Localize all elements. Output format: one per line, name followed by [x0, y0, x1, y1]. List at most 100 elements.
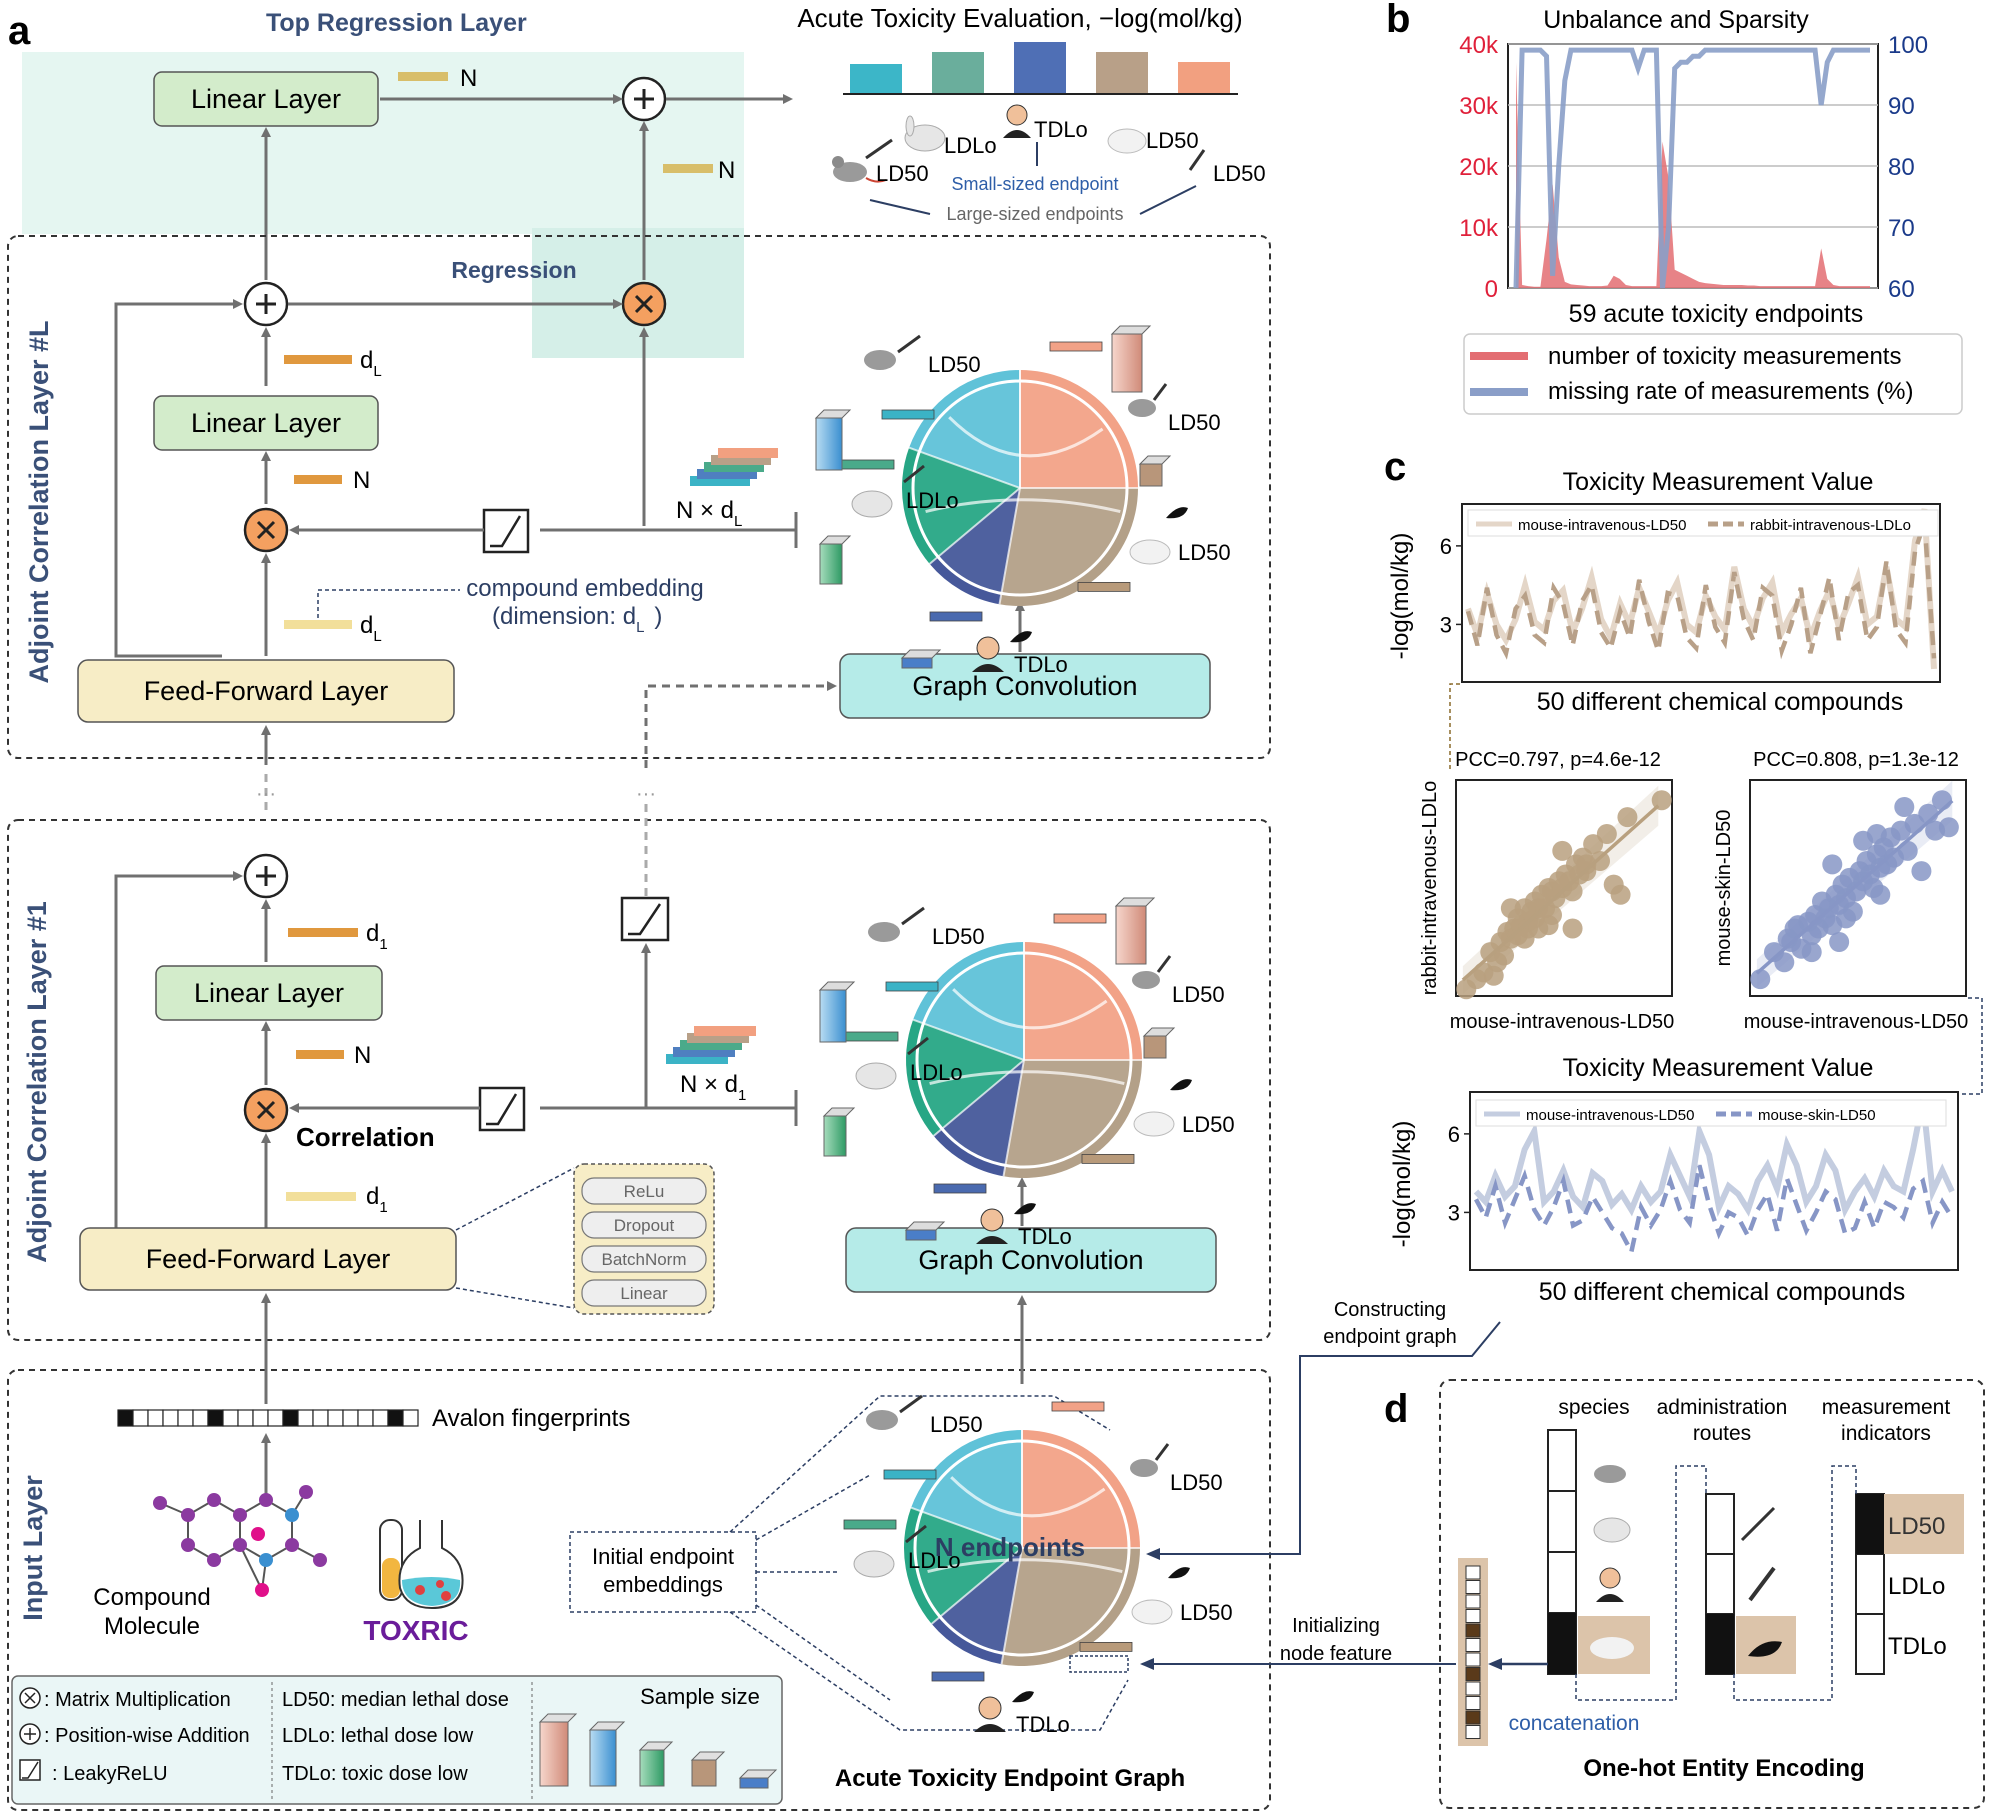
- graph-label-tdlo: TDLo: [1016, 1712, 1070, 1737]
- line-chart-legend-label: mouse-skin-LD50: [1758, 1107, 1876, 1124]
- line-chart-series: [1474, 1164, 1954, 1259]
- d-species: species: [1558, 1396, 1629, 1419]
- fingerprint-bit: [402, 1409, 419, 1427]
- cube-pink: [1115, 905, 1147, 965]
- layer1-n-bar: [296, 1050, 344, 1059]
- layer1-feed-forward: [79, 1227, 457, 1291]
- adjoint-layer-L-label: Adjoint Correlation Layer #L: [24, 320, 54, 683]
- human-body-icon: [974, 1724, 1006, 1732]
- ffl-item-label: Dropout: [614, 1216, 675, 1235]
- line-chart-legend-label: rabbit-intravenous-LDLo: [1750, 517, 1911, 534]
- eval-bar: [932, 52, 984, 94]
- legend-tdlo: TDLo: toxic dose low: [282, 1763, 468, 1785]
- dropper-drop-icon: [1168, 1567, 1190, 1579]
- cube-brown-top: [1142, 1027, 1176, 1037]
- d-ldlo: LDLo: [1888, 1573, 1945, 1600]
- scatter-point: [1911, 861, 1932, 882]
- rabbit-icon: [853, 1550, 895, 1578]
- ffl-item-label: ReLu: [624, 1182, 665, 1201]
- syringe-icon: [903, 464, 925, 484]
- layer1-linear-layer: [155, 965, 383, 1021]
- scatter-point: [1866, 824, 1887, 844]
- panel-label-b: b: [1386, 0, 1410, 41]
- graph-label-tdlo: TDLo: [1014, 652, 1068, 677]
- initializing-line2: node feature: [1280, 1643, 1392, 1665]
- cube-pink-top: [1110, 325, 1152, 335]
- node-bar-human: [931, 1671, 985, 1682]
- node-bar-ld50-rat-top: [1049, 341, 1103, 352]
- line-chart-ytick: 3: [1440, 612, 1452, 637]
- graph-label-ld50-rat: LD50: [1172, 982, 1225, 1007]
- fingerprint-bit: [357, 1409, 374, 1427]
- chart-c3-xlabel: mouse-intravenous-LD50: [1744, 1011, 1969, 1033]
- graph-chord: [929, 1070, 1125, 1086]
- node-bar-human: [929, 611, 983, 622]
- graph-divider: [908, 446, 1021, 489]
- constructing-line2: endpoint graph: [1323, 1326, 1456, 1348]
- graph-arc-segment: [1020, 370, 1138, 488]
- initial-embeddings-box: [569, 1531, 757, 1613]
- adjoint-layer-1-label: Adjoint Correlation Layer #1: [22, 901, 52, 1263]
- scatter-point: [1562, 918, 1583, 939]
- chart-c1-ylabel: -log(mol/kg): [1387, 533, 1414, 660]
- routes-onehot: [1705, 1493, 1796, 1675]
- scatter-point: [1932, 790, 1952, 811]
- legend-add: : Position-wise Addition: [44, 1725, 250, 1747]
- toxric-flask-icon: [379, 1519, 464, 1610]
- rat-icon: [1128, 399, 1156, 417]
- mouse-icon: [864, 350, 896, 370]
- dropper-icon: [1156, 955, 1172, 973]
- cube-pink-top: [1114, 897, 1156, 907]
- legend-ldlo: LDLo: lethal dose low: [282, 1725, 474, 1747]
- panel-label-c: c: [1384, 445, 1406, 489]
- graph-label-ldlo: LDLo: [908, 1548, 961, 1573]
- ffl-item-label: BatchNorm: [601, 1250, 686, 1269]
- syringe-icon: [865, 138, 893, 160]
- line-chart-ytick: 6: [1440, 534, 1452, 559]
- graph-arc-segment: [929, 557, 1002, 605]
- syringe-icon: [899, 1394, 923, 1414]
- cube-flat: [905, 1229, 937, 1241]
- layerL-n: N: [353, 467, 370, 494]
- graph-divider: [998, 487, 1021, 605]
- sample-cube: [589, 1729, 617, 1787]
- chart-b-right-tick: 90: [1888, 93, 1915, 120]
- line-chart-series: [1473, 1099, 1955, 1219]
- human-icon: [980, 1208, 1004, 1232]
- fingerprint-bit: [327, 1409, 344, 1427]
- cat-icon: [1107, 128, 1147, 154]
- cat-icon: [1129, 539, 1171, 565]
- scatter-point: [1617, 807, 1638, 828]
- human-body-icon: [976, 1236, 1008, 1244]
- cube-brown: [1139, 463, 1163, 487]
- scatter-point: [1596, 824, 1617, 844]
- adjoint-layer-L-box: [7, 235, 1271, 759]
- chart-c3-ylabel: mouse-skin-LD50: [1713, 810, 1735, 967]
- graph-sector: [1020, 382, 1126, 488]
- chart-c2-xlabel: mouse-intravenous-LD50: [1450, 1011, 1675, 1033]
- chart-b-left-tick: 20k: [1459, 154, 1499, 181]
- drop-icon: [1012, 1691, 1034, 1703]
- d-title: One-hot Entity Encoding: [1583, 1755, 1864, 1782]
- concat-bit: [1465, 1696, 1481, 1710]
- layerL-graph-convolution-label: Graph Convolution: [912, 671, 1137, 701]
- human-icon: [978, 1696, 1002, 1720]
- layer1-graph-convolution: [845, 1227, 1217, 1293]
- scatter-point: [1610, 884, 1631, 905]
- scatter-fit-line: [1461, 804, 1660, 982]
- top-linear-layer: [153, 71, 379, 127]
- top-regression-bg: [22, 52, 744, 234]
- dimension-label: (dimension: dL): [492, 603, 662, 636]
- mouse-icon: [832, 156, 887, 183]
- scatter-point: [1552, 840, 1573, 861]
- toxric-label: TOXRIC: [363, 1615, 468, 1646]
- top-regression-title: Top Regression Layer: [266, 9, 527, 37]
- chart-b-left-tick: 40k: [1459, 32, 1499, 59]
- cube-green-top: [822, 1107, 856, 1117]
- svg-text:···: ···: [636, 783, 656, 805]
- concat-bit: [1465, 1667, 1481, 1681]
- line-chart-legend-bg: [1475, 1099, 1947, 1127]
